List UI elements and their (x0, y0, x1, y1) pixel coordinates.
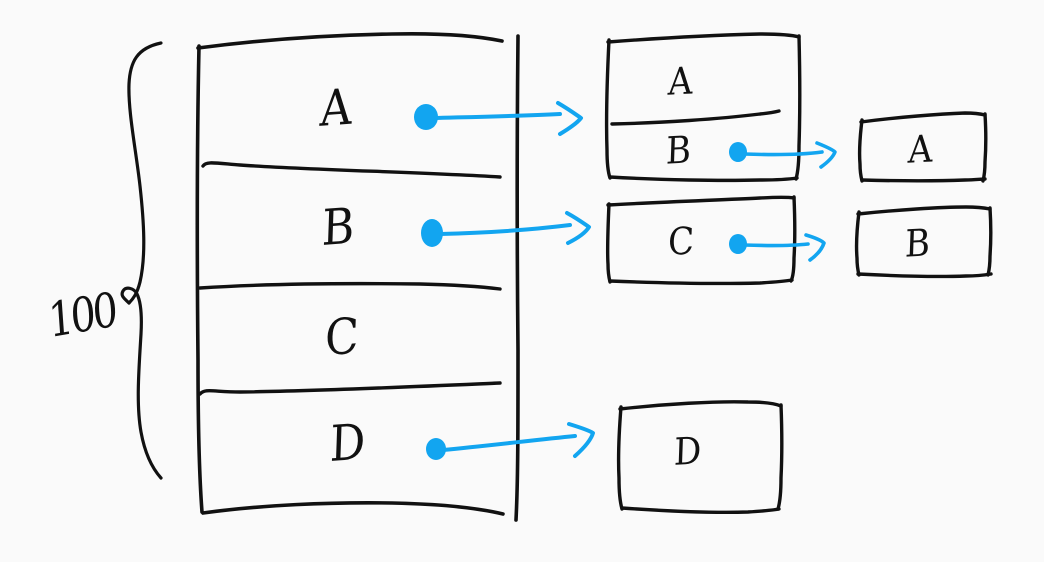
expand-dot-b2[interactable] (729, 142, 747, 162)
divider-b-c (198, 281, 502, 291)
arrow-a-to-box-ab[interactable] (431, 101, 583, 136)
expand-dot-c2[interactable] (729, 234, 747, 254)
arrow-c2-to-leaf-b[interactable] (742, 233, 826, 262)
span-brace (120, 41, 163, 480)
leaf-box-b-frame (854, 205, 993, 279)
detail-box-d-frame (616, 400, 784, 514)
divider-c-d (198, 381, 502, 396)
divider-a-b (201, 161, 502, 179)
divider-ab (610, 109, 781, 126)
arrow-b-to-box-c[interactable] (438, 211, 591, 245)
detail-box-ab-frame (604, 32, 802, 183)
total-count-label: 100 (46, 282, 117, 350)
main-table-row-dividers (198, 161, 502, 396)
expand-dot-d[interactable] (426, 438, 446, 460)
expand-dot-a[interactable] (414, 104, 438, 130)
arrow-b2-to-leaf-a[interactable] (742, 141, 837, 169)
expand-dot-b[interactable] (421, 219, 443, 247)
leaf-box-a-frame (857, 111, 988, 183)
arrow-d-to-box-d[interactable] (441, 422, 595, 458)
main-table-frame (195, 32, 520, 522)
detail-box-c-frame (605, 195, 797, 286)
